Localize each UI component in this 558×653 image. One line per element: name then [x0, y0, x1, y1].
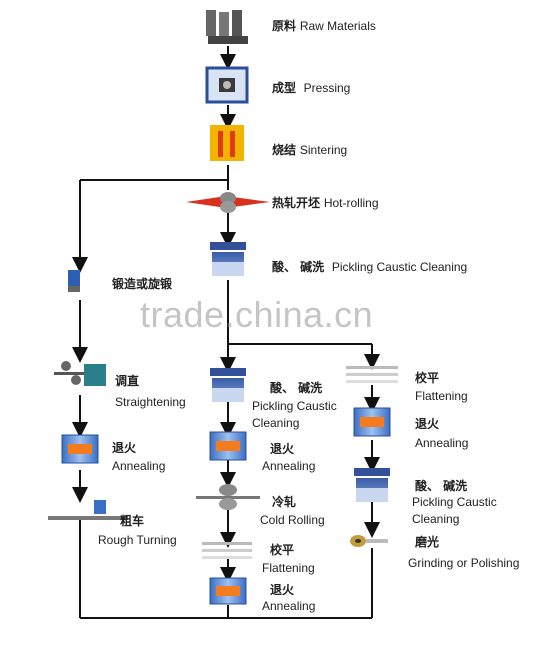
pressing-label: 成型 Pressing [272, 81, 351, 95]
watermark: trade.china.cn [140, 294, 374, 335]
annealing-mid-icon [209, 431, 247, 461]
pickling-mid-icon [210, 368, 246, 402]
pickling-right-icon [354, 468, 390, 502]
pickling-tank-icon [210, 242, 246, 276]
annealing-right-label-zh: 退火 [415, 417, 440, 431]
flattening-mid-label-zh: 校平 [270, 543, 295, 557]
annealing-left-icon [61, 434, 99, 464]
cold-rolling-label-en: Cold Rolling [260, 513, 325, 527]
pressing-icon [205, 66, 249, 104]
straightening-label-en: Straightening [115, 395, 186, 409]
straightening-label-zh: 调直 [115, 374, 140, 388]
forging-label: 锻造或旋锻 [112, 277, 173, 291]
grinding-icon [350, 535, 388, 547]
grinding-label-zh: 磨光 [415, 535, 440, 549]
forging-icon [68, 270, 80, 292]
annealing-mid-label-en: Annealing [262, 459, 316, 473]
pickling-right-label-en1: Pickling Caustic [412, 495, 497, 509]
flattening-mid-label-en: Flattening [262, 561, 315, 575]
grinding-label-en: Grinding or Polishing [408, 556, 520, 570]
flattening-right-label-en: Flattening [415, 389, 468, 403]
pickling-main-label: 酸、 碱洗 Pickling Caustic Cleaning [272, 260, 468, 274]
cold-rolling-label-zh: 冷轧 [272, 495, 297, 509]
annealing-right-icon [353, 407, 391, 437]
pickling-right-label-zh: 酸、 碱洗 [415, 479, 468, 493]
annealing-left-label-zh: 退火 [112, 441, 137, 455]
annealing-left-label-en: Annealing [112, 459, 166, 473]
flattening-right-icon [346, 366, 398, 383]
rough-turning-label-zh: 粗车 [120, 514, 145, 528]
sintering-icon [210, 125, 244, 161]
annealing-right-label-en: Annealing [415, 436, 469, 450]
rough-turning-label-en: Rough Turning [98, 533, 177, 547]
raw-materials-icon [206, 10, 248, 44]
pickling-mid-label-en2: Cleaning [252, 416, 300, 430]
annealing-mid2-label-en: Annealing [262, 599, 316, 613]
flattening-right-label-zh: 校平 [415, 371, 440, 385]
straightening-icon [54, 361, 106, 386]
raw-materials-label: 原料 Raw Materials [272, 19, 376, 33]
connector-lines [72, 46, 380, 619]
rough-turning-icon [48, 500, 128, 520]
hot-rolling-label: 热轧开坯 Hot-rolling [272, 196, 379, 210]
pickling-right-label-en2: Cleaning [412, 512, 460, 526]
hot-rolling-icon [186, 192, 270, 213]
flattening-mid-icon [202, 542, 252, 559]
annealing-mid2-icon [209, 577, 247, 605]
cold-rolling-icon [196, 484, 260, 510]
pickling-mid-label-en1: Pickling Caustic [252, 399, 337, 413]
sintering-label: 烧结 Sintering [272, 143, 348, 157]
annealing-mid2-label-zh: 退火 [270, 583, 295, 597]
annealing-mid-label-zh: 退火 [270, 442, 295, 456]
pickling-mid-label-zh: 酸、 碱洗 [270, 381, 323, 395]
